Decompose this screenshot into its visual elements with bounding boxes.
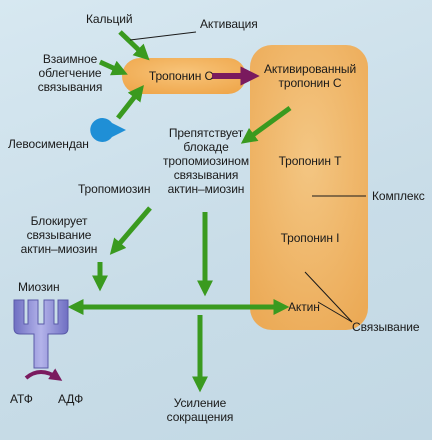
tropomyosin-label: Тропомиозин	[78, 182, 151, 196]
adp-label: АДФ	[58, 392, 84, 406]
levosimendan-label: Левосимендан	[8, 137, 89, 151]
activated-to-prevents-arrow	[240, 105, 292, 144]
myosin-molecule-icon	[13, 299, 69, 369]
blocks-binding-label: Блокирует связывание актин–миозин	[20, 214, 98, 256]
myosin-label: Миозин	[18, 280, 60, 294]
calcium-label: Кальций	[86, 12, 133, 26]
levosimendan-arrow	[116, 84, 144, 120]
activation-label: Активация	[200, 17, 258, 31]
mutual-facilitation-label: Взаимное облегчение связывания	[37, 52, 103, 94]
mutual-facilitation-arrow	[98, 59, 128, 76]
complex-label: Комплекс	[372, 189, 425, 203]
troponin-t-label: Тропонин T	[278, 154, 342, 168]
troponin-c-label: Тропонин C	[148, 69, 214, 83]
tropomyosin-block-arrow	[109, 206, 152, 255]
atp-label: АТФ	[10, 392, 33, 406]
troponin-c-pill	[122, 58, 246, 94]
activation-leader-line	[129, 31, 197, 41]
increased-contraction-label: Усиление сокращения	[166, 396, 234, 424]
calcium-arrow	[118, 30, 150, 61]
atp-adp-arrow	[24, 368, 63, 381]
actin-label: Актин	[288, 300, 320, 314]
prevents-blockade-label: Препятствует блокаде тропомиозином связы…	[163, 126, 249, 196]
binding-leader-2	[317, 301, 353, 323]
troponin-i-label: Тропонин I	[280, 231, 340, 245]
activated-troponin-c-label: Активированный тропонин C	[263, 62, 357, 90]
binding-label: Связывание	[352, 320, 420, 334]
pacman-molecule-icon	[90, 118, 126, 142]
binding-leader-1	[304, 271, 353, 323]
